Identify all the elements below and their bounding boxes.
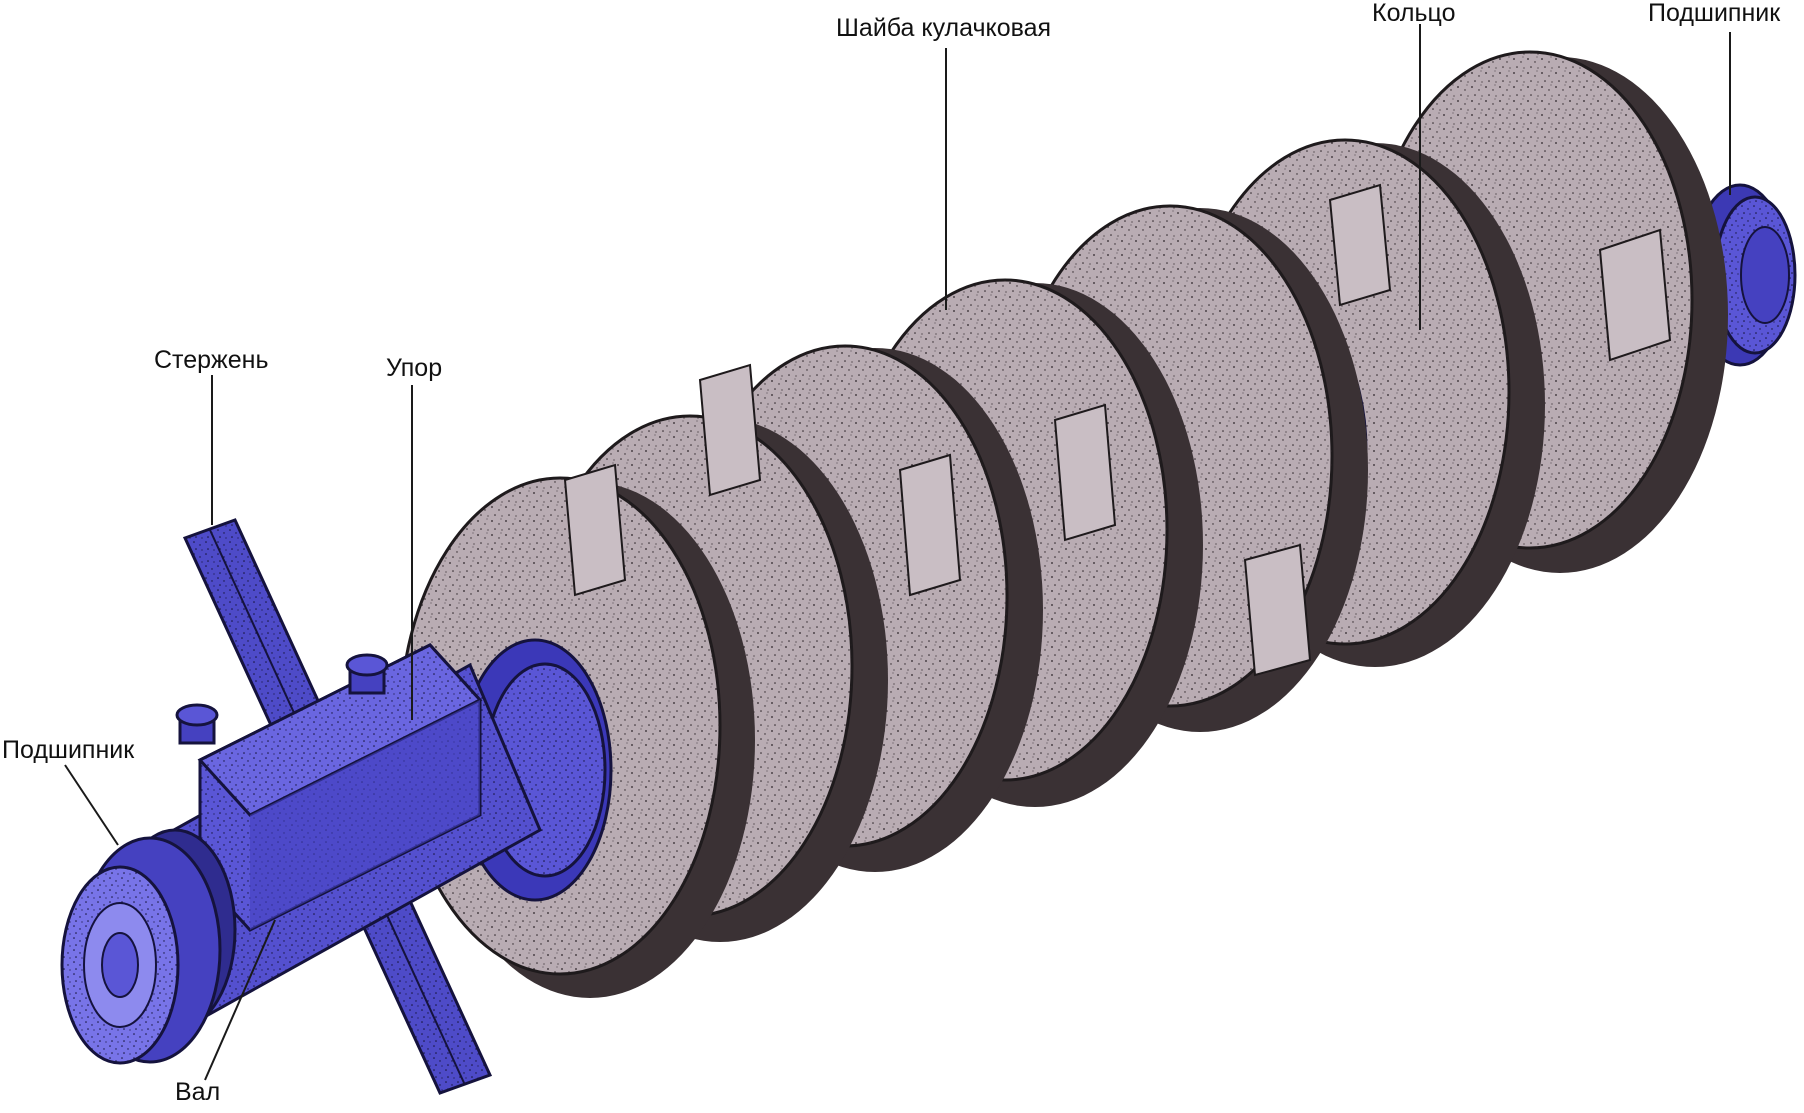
bolt [175,703,219,745]
leader-bearing-left [64,764,119,846]
label-rod: Стержень [154,346,269,374]
bolt [345,653,389,695]
stop-block [197,643,483,932]
label-cam-washer: Шайба кулачковая [836,14,1052,42]
label-bearing-right: Подшипник [1648,0,1781,27]
label-ring: Кольцо [1372,0,1456,27]
leader-shaft [204,919,276,1081]
bearing-left [60,828,237,1065]
label-stop: Упор [386,354,443,382]
label-shaft: Вал [175,1078,221,1106]
label-bearing-left: Подшипник [2,736,135,764]
leader-lines [64,24,1731,1081]
